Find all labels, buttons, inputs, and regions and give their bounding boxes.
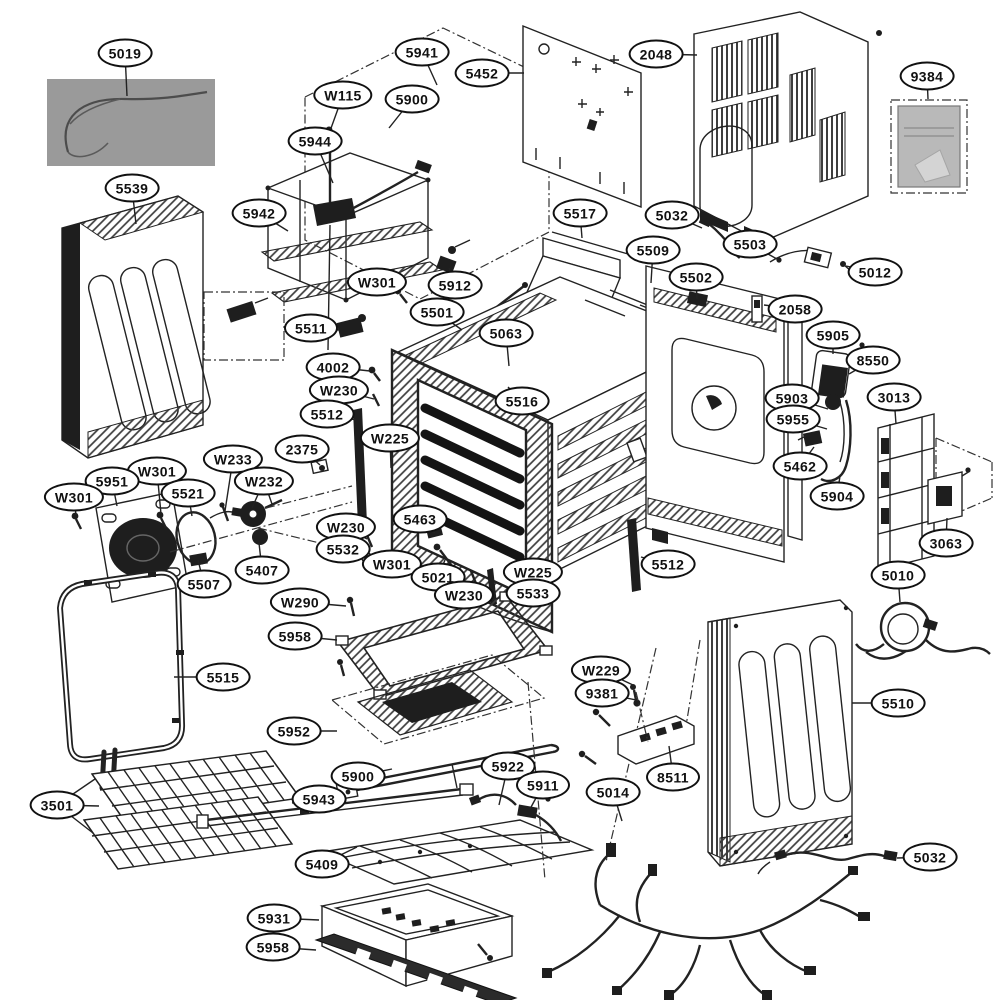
part-broil-5952 xyxy=(330,654,546,745)
part-bracket-3013 xyxy=(877,413,993,571)
part-sensor-5507 xyxy=(189,552,208,567)
part-label-2058-18: 2058 xyxy=(767,294,823,324)
part-label-5407-47: 5407 xyxy=(234,555,290,585)
part-label-5958-71: 5958 xyxy=(245,932,301,962)
part-label-5019-0: 5019 xyxy=(97,38,153,68)
part-label-5509-13: 5509 xyxy=(625,235,681,265)
part-harness-5014 xyxy=(542,843,870,1000)
part-label-5900-6: 5900 xyxy=(384,84,440,114)
part-label-5507-51: 5507 xyxy=(176,569,232,599)
part-label-5922-61: 5922 xyxy=(480,751,536,781)
part-label-W115-5: W115 xyxy=(313,80,373,110)
part-label-5532-44: 5532 xyxy=(315,534,371,564)
part-label-2048-3: 2048 xyxy=(628,39,684,69)
part-label-W290-54: W290 xyxy=(269,587,331,617)
part-label-W233-33: W233 xyxy=(202,444,264,474)
part-label-5063-21: 5063 xyxy=(478,318,534,348)
part-motor-5407 xyxy=(252,529,268,545)
part-label-5904-39: 5904 xyxy=(809,481,865,511)
part-label-W301-16: W301 xyxy=(346,267,408,297)
part-bracket-8511 xyxy=(578,684,695,765)
part-label-5014-65: 5014 xyxy=(585,777,641,807)
part-label-5944-7: 5944 xyxy=(287,126,343,156)
part-label-W232-37: W232 xyxy=(233,466,295,496)
part-wire-5922 xyxy=(468,793,517,806)
part-label-5521-38: 5521 xyxy=(160,478,216,508)
part-label-5958-55: 5958 xyxy=(267,621,323,651)
part-label-9381-58: 9381 xyxy=(574,678,630,708)
part-label-5502-15: 5502 xyxy=(668,262,724,292)
part-wire-5032-bottom xyxy=(757,849,898,875)
part-label-W301-46: W301 xyxy=(361,549,423,579)
part-label-5517-10: 5517 xyxy=(552,198,608,228)
part-thermostat-5511 xyxy=(203,291,366,361)
part-label-5503-12: 5503 xyxy=(722,229,778,259)
part-power-cord-5010 xyxy=(855,601,991,660)
part-bracket-3063 xyxy=(927,467,971,525)
part-label-5032-11: 5032 xyxy=(644,200,700,230)
part-label-5943-66: 5943 xyxy=(291,784,347,814)
part-5912 xyxy=(436,239,471,274)
part-thermostat-5900 xyxy=(313,126,432,351)
part-label-W225-31: W225 xyxy=(359,423,421,453)
part-label-5512-29: 5512 xyxy=(299,399,355,429)
part-label-3013-27: 3013 xyxy=(866,382,922,412)
part-label-5409-68: 5409 xyxy=(294,849,350,879)
part-label-5516-28: 5516 xyxy=(494,386,550,416)
part-latch-assembly-5905 xyxy=(797,342,865,483)
part-label-8550-23: 8550 xyxy=(845,345,901,375)
part-label-5905-22: 5905 xyxy=(805,320,861,350)
part-panel-5510 xyxy=(707,599,853,867)
part-label-5952-59: 5952 xyxy=(266,716,322,746)
part-blower-wheel-W232 xyxy=(240,498,283,527)
part-label-W230-53: W230 xyxy=(433,580,495,610)
part-document-9384 xyxy=(890,99,968,194)
part-enclosure-5941 xyxy=(304,27,550,300)
part-label-5462-34: 5462 xyxy=(772,451,828,481)
part-label-5955-30: 5955 xyxy=(765,404,821,434)
part-label-5941-1: 5941 xyxy=(394,37,450,67)
part-label-3501-67: 3501 xyxy=(29,790,85,820)
part-label-5012-14: 5012 xyxy=(847,257,903,287)
part-trim-5958-bottom xyxy=(314,933,518,1000)
part-label-5510-60: 5510 xyxy=(870,688,926,718)
part-label-5463-41: 5463 xyxy=(392,504,448,534)
part-label-5511-20: 5511 xyxy=(284,313,338,343)
part-strip-5512-right xyxy=(627,518,641,592)
part-label-8511-63: 8511 xyxy=(646,762,700,792)
part-insulation-5409 xyxy=(319,819,595,885)
part-label-5539-8: 5539 xyxy=(104,173,160,203)
part-door-5539 xyxy=(61,195,211,459)
part-label-5912-17: 5912 xyxy=(427,270,483,300)
part-label-5032-69: 5032 xyxy=(902,842,958,872)
part-panel-5452 xyxy=(522,24,642,209)
part-photo-5019 xyxy=(47,79,215,166)
part-label-3063-43: 3063 xyxy=(918,528,974,558)
part-strip-5512-left xyxy=(353,408,367,526)
part-label-5512-45: 5512 xyxy=(640,549,696,579)
part-label-5911-64: 5911 xyxy=(516,770,570,800)
part-label-5010-49: 5010 xyxy=(870,560,926,590)
part-label-5951-36: 5951 xyxy=(84,466,140,496)
part-label-5931-70: 5931 xyxy=(246,903,302,933)
part-label-5900-62: 5900 xyxy=(330,761,386,791)
part-label-5452-2: 5452 xyxy=(454,58,510,88)
part-label-9384-4: 9384 xyxy=(899,61,955,91)
part-igniter-5911 xyxy=(517,796,563,842)
part-label-2375-32: 2375 xyxy=(274,434,330,464)
part-label-5533-52: 5533 xyxy=(505,578,561,608)
part-label-W301-40: W301 xyxy=(43,482,105,512)
part-label-5942-9: 5942 xyxy=(231,198,287,228)
part-label-5515-57: 5515 xyxy=(195,662,251,692)
part-label-5501-19: 5501 xyxy=(409,297,465,327)
part-back-panel-2048 xyxy=(693,11,882,246)
